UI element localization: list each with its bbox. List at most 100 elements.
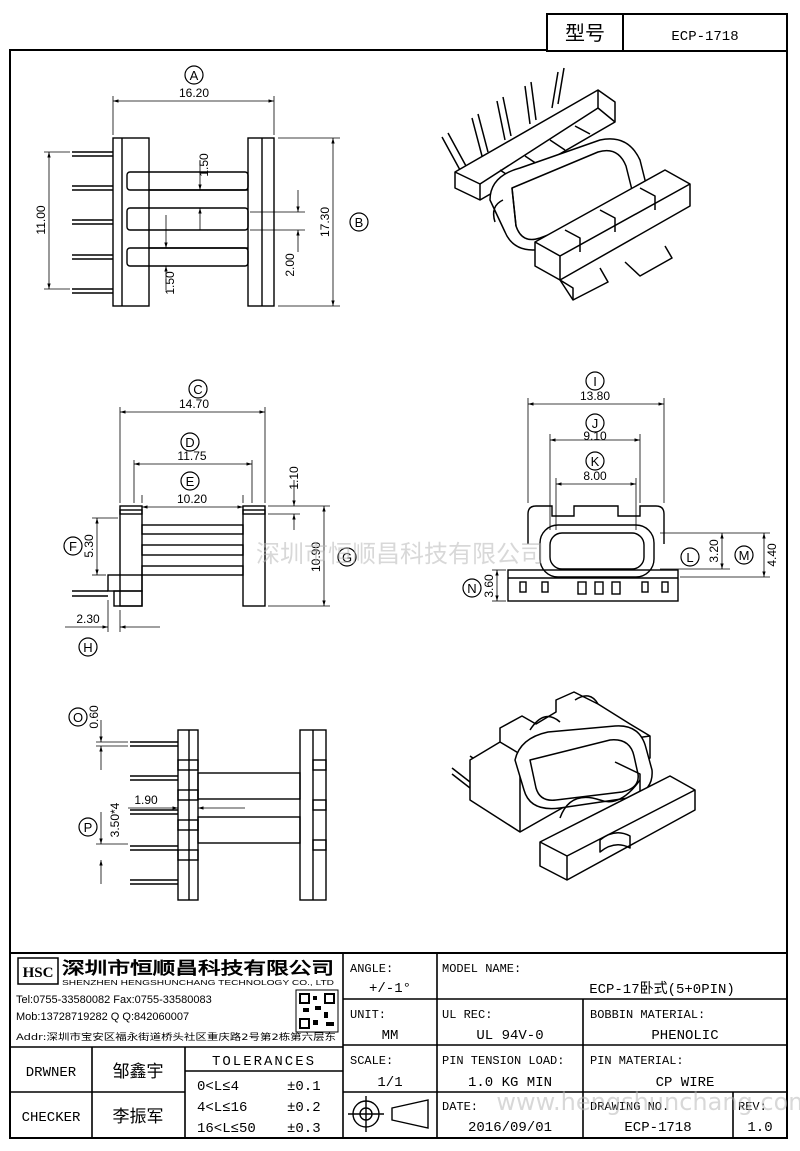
- iso-view-top: [441, 67, 691, 301]
- scale-label: SCALE:: [350, 1054, 393, 1068]
- checker-label: CHECKER: [22, 1110, 81, 1126]
- tolerance-value-3: ±0.3: [287, 1121, 321, 1137]
- company-logo: HSC: [17, 957, 59, 985]
- balloon-o: O: [68, 707, 88, 727]
- dim-k: 8.00: [583, 469, 607, 483]
- side-view: [492, 398, 770, 602]
- balloon-c: C: [188, 379, 208, 399]
- company-block: HSC 深圳市恒顺昌科技有限公司 SHENZHEN HENGSHUNCHANG …: [16, 957, 339, 1043]
- model-name-value: ECP-17卧式(5+0PIN): [589, 981, 735, 998]
- balloon-p-label: P: [84, 820, 93, 835]
- drawer-value: 邹鑫宇: [113, 1062, 164, 1082]
- balloon-d-label: D: [185, 435, 194, 450]
- top-view: [44, 96, 340, 307]
- dim-h: 2.30: [76, 612, 100, 626]
- dim-m: 4.40: [765, 543, 779, 567]
- balloon-h: H: [78, 637, 98, 657]
- dim-flange-thickness: 1.10: [287, 466, 301, 490]
- pin-material-label: PIN MATERIAL:: [590, 1054, 684, 1068]
- balloon-a-label: A: [190, 68, 199, 83]
- balloon-l: L: [680, 547, 700, 567]
- dim-wall-top: 1.50: [197, 153, 211, 177]
- balloon-m: M: [734, 545, 754, 565]
- bobbin-label: BOBBIN MATERIAL:: [590, 1008, 705, 1022]
- dim-pin-span: 11.00: [34, 205, 48, 234]
- top-view-labels: A 16.20 B 17.30 11.00 1.50 1.50 2.00: [34, 65, 369, 295]
- watermark-url: www.hengshunchang.com: [496, 1088, 800, 1116]
- company-address: Addr:深圳市宝安区福永街道桥头社区重庆路2号第2栋第六层东: [16, 1031, 336, 1043]
- pin-tension-label: PIN TENSION LOAD:: [442, 1054, 564, 1068]
- ul-label: UL REC:: [442, 1008, 492, 1022]
- model-value: ECP-1718: [671, 29, 738, 45]
- dim-g: 10.90: [309, 542, 323, 572]
- unit-label: UNIT:: [350, 1008, 386, 1022]
- drawing-no-value: ECP-1718: [624, 1120, 691, 1136]
- balloon-c-label: C: [193, 382, 202, 397]
- tolerance-range-1: 0<L≤4: [197, 1079, 239, 1095]
- dim-p: 3.50*4: [108, 802, 122, 837]
- balloon-f: F: [63, 536, 83, 556]
- balloon-m-label: M: [739, 548, 750, 563]
- balloon-b-label: B: [355, 215, 364, 230]
- balloon-j-label: J: [592, 416, 599, 431]
- balloon-p: P: [78, 817, 98, 837]
- unit-value: MM: [382, 1028, 399, 1044]
- tolerance-value-1: ±0.1: [287, 1079, 321, 1095]
- dim-gap: 2.00: [283, 253, 297, 277]
- dim-a: 16.20: [179, 86, 209, 100]
- sheet-border: [9, 49, 788, 1139]
- ul-value: UL 94V-0: [476, 1028, 543, 1044]
- model-name-label: MODEL NAME:: [442, 962, 521, 976]
- balloon-g-label: G: [342, 550, 352, 565]
- balloon-e-label: E: [186, 474, 195, 489]
- model-label: 型号: [565, 21, 605, 45]
- tolerance-value-2: ±0.2: [287, 1100, 321, 1116]
- balloon-i: I: [585, 371, 605, 391]
- dim-wall-bottom: 1.50: [163, 271, 177, 295]
- tolerances-title: TOLERANCES: [212, 1054, 316, 1070]
- balloon-g: G: [337, 547, 357, 567]
- watermark-center: 深圳市恒顺昌科技有限公司: [256, 540, 544, 568]
- front-view: [65, 407, 330, 632]
- pin-material-value: CP WIRE: [656, 1075, 715, 1091]
- date-label: DATE:: [442, 1100, 478, 1114]
- dim-i: 13.80: [580, 389, 610, 403]
- rev-value: 1.0: [747, 1120, 772, 1136]
- logo-text: HSC: [23, 965, 54, 981]
- projection-symbol-icon: [348, 1096, 429, 1132]
- header-model-box: 型号 ECP-1718: [546, 13, 788, 52]
- balloon-h-label: H: [83, 640, 92, 655]
- company-mob-qq: Mob:13728719282 Q Q:842060007: [16, 1011, 189, 1023]
- balloon-f-label: F: [69, 539, 77, 554]
- pin-tension-value: 1.0 KG MIN: [468, 1075, 552, 1091]
- balloon-e: E: [180, 471, 200, 491]
- bottom-view: [96, 720, 327, 901]
- tolerance-range-2: 4<L≤16: [197, 1100, 247, 1116]
- drawer-label: DRWNER: [26, 1065, 77, 1081]
- front-view-labels: C 14.70 D 11.75 E 10.20 1.10 F 5.30 10.9…: [63, 379, 357, 657]
- scale-value: 1/1: [377, 1075, 402, 1091]
- side-view-labels: I 13.80 J 9.10 K 8.00 3.20 L 4.40 M N 3.…: [462, 371, 779, 598]
- tolerance-range-3: 16<L≤50: [197, 1121, 256, 1137]
- drawing-no-label: DRAWING NO.: [590, 1100, 669, 1114]
- rev-label: REV:: [738, 1100, 767, 1114]
- bottom-view-labels: O 0.60 P 3.50*4 1.90: [68, 705, 158, 837]
- balloon-k-label: K: [591, 454, 600, 469]
- title-block: [10, 952, 787, 1138]
- dim-n: 3.60: [482, 574, 496, 598]
- angle-label: ANGLE:: [350, 962, 393, 976]
- balloon-l-label: L: [686, 550, 693, 565]
- balloon-b: B: [349, 212, 369, 232]
- balloon-k: K: [585, 451, 605, 471]
- dim-j: 9.10: [583, 429, 607, 443]
- company-name-en: SHENZHEN HENGSHUNCHANG TECHNOLOGY CO., L…: [62, 980, 334, 987]
- qr-code-icon: [295, 989, 339, 1033]
- company-name-cn: 深圳市恒顺昌科技有限公司: [62, 958, 334, 979]
- balloon-a: A: [184, 65, 204, 85]
- dim-pin-offset: 1.90: [134, 793, 158, 807]
- dim-l: 3.20: [707, 539, 721, 563]
- dim-f: 5.30: [82, 534, 96, 558]
- iso-view-bottom: [451, 691, 696, 881]
- company-tel-fax: Tel:0755-33580082 Fax:0755-33580083: [16, 994, 212, 1006]
